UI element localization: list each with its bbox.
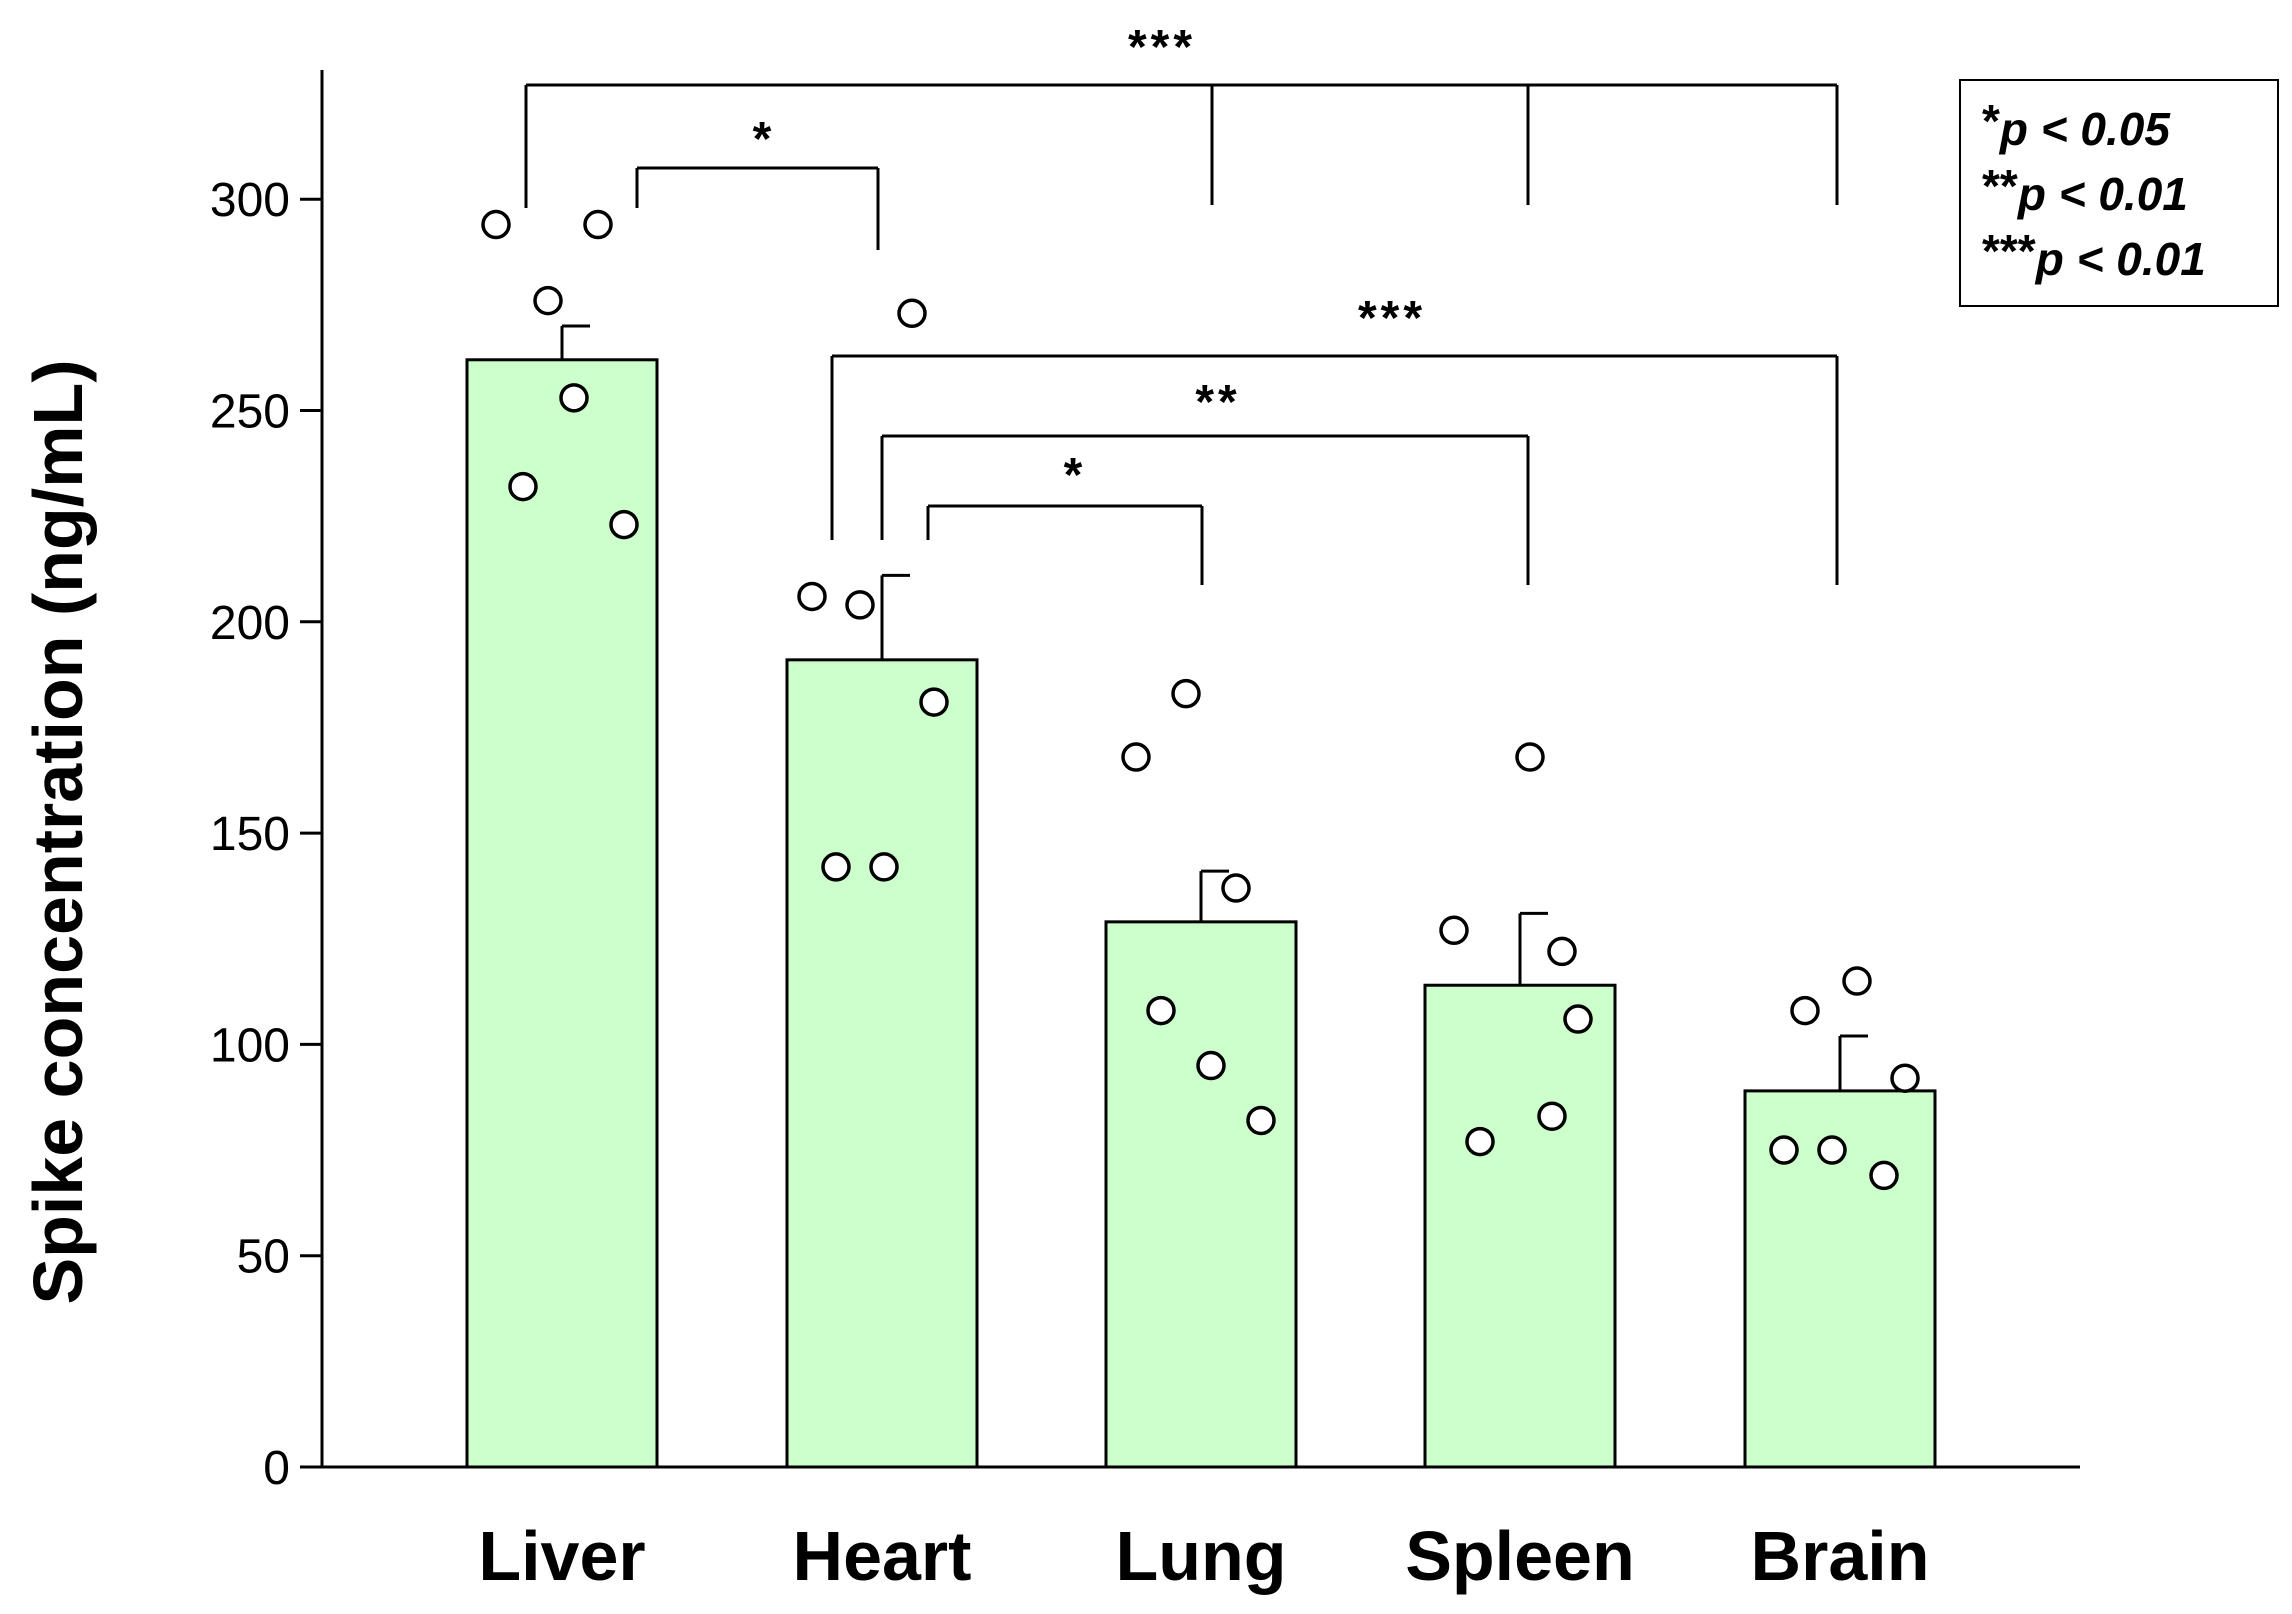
legend: *p < 0.05**p < 0.01***p < 0.01 bbox=[1959, 79, 2279, 307]
data-points-group bbox=[481, 209, 1920, 1191]
error-bars-group bbox=[560, 324, 1868, 1091]
data-point-lung bbox=[1196, 1050, 1226, 1081]
data-point-liver bbox=[609, 509, 639, 540]
legend-entry: *p < 0.05 bbox=[1982, 95, 2171, 155]
data-point-lung bbox=[1121, 742, 1151, 772]
y-tick-label: 100 bbox=[210, 1019, 290, 1072]
legend-text: p < 0.01 bbox=[2034, 233, 2206, 285]
axes-group bbox=[300, 70, 2080, 1469]
data-point-brain bbox=[1817, 1135, 1847, 1165]
x-category-spleen: Spleen bbox=[1405, 1517, 1635, 1595]
data-point-heart bbox=[869, 852, 899, 882]
data-point-liver bbox=[559, 383, 589, 413]
y-tick-label: 150 bbox=[210, 808, 290, 861]
data-point-brain bbox=[1890, 1063, 1920, 1093]
data-point-liver bbox=[583, 209, 613, 240]
legend-stars: ** bbox=[1982, 160, 2018, 212]
data-point-heart bbox=[919, 687, 949, 717]
y-tick-label: 300 bbox=[210, 174, 290, 227]
bar-liver bbox=[465, 358, 659, 1469]
data-point-heart bbox=[897, 298, 927, 329]
legend-text: p < 0.01 bbox=[2016, 168, 2188, 220]
y-tick-label: 250 bbox=[210, 386, 290, 439]
bar-spleen bbox=[1423, 983, 1617, 1469]
x-category-heart: Heart bbox=[793, 1517, 972, 1595]
bar-lung bbox=[1104, 920, 1298, 1469]
significance-label: *** bbox=[1128, 21, 1196, 74]
y-tick-label: 0 bbox=[263, 1442, 290, 1495]
data-point-spleen bbox=[1465, 1126, 1495, 1157]
legend-stars: *** bbox=[1982, 225, 2036, 277]
data-point-brain bbox=[1790, 995, 1820, 1026]
x-categories-group: Liver Heart Lung Spleen Brain bbox=[478, 1517, 1929, 1595]
data-point-liver bbox=[481, 209, 511, 240]
data-point-lung bbox=[1146, 995, 1176, 1026]
legend-stars: * bbox=[1982, 95, 2000, 147]
data-point-brain bbox=[1769, 1135, 1799, 1165]
bar-heart bbox=[785, 658, 979, 1469]
data-point-heart bbox=[845, 590, 875, 620]
significance-label: * bbox=[753, 113, 776, 166]
data-point-brain bbox=[1842, 966, 1872, 996]
significance-label: * bbox=[1064, 449, 1087, 502]
legend-entry: ***p < 0.01 bbox=[1982, 225, 2206, 285]
data-point-spleen bbox=[1563, 1004, 1593, 1034]
data-point-lung bbox=[1171, 678, 1201, 709]
data-point-liver bbox=[533, 285, 563, 316]
x-category-lung: Lung bbox=[1115, 1517, 1286, 1595]
significance-label: ** bbox=[1195, 376, 1240, 429]
legend-text: p < 0.05 bbox=[1998, 103, 2171, 155]
significance-brackets-group: ********** bbox=[524, 21, 1839, 585]
legend-entry: **p < 0.01 bbox=[1982, 160, 2188, 220]
y-axis-label: Spike concentration (ng/mL) bbox=[19, 359, 97, 1304]
data-point-heart bbox=[821, 852, 851, 882]
data-point-heart bbox=[797, 581, 827, 612]
data-point-liver bbox=[508, 471, 538, 502]
x-category-brain: Brain bbox=[1751, 1517, 1930, 1595]
data-point-spleen bbox=[1547, 936, 1577, 967]
data-point-spleen bbox=[1537, 1101, 1567, 1131]
data-point-brain bbox=[1869, 1160, 1899, 1191]
data-point-lung bbox=[1221, 873, 1251, 903]
x-category-liver: Liver bbox=[478, 1517, 645, 1595]
significance-label: *** bbox=[1358, 292, 1426, 345]
y-ticks-group: 0 50 100 150 200 250 300 bbox=[210, 174, 322, 1495]
data-point-lung bbox=[1246, 1105, 1276, 1136]
legend-box bbox=[1959, 79, 2279, 307]
data-point-spleen bbox=[1439, 915, 1469, 946]
y-tick-label: 50 bbox=[237, 1231, 290, 1284]
data-point-spleen bbox=[1515, 742, 1545, 772]
y-tick-label: 200 bbox=[210, 597, 290, 650]
